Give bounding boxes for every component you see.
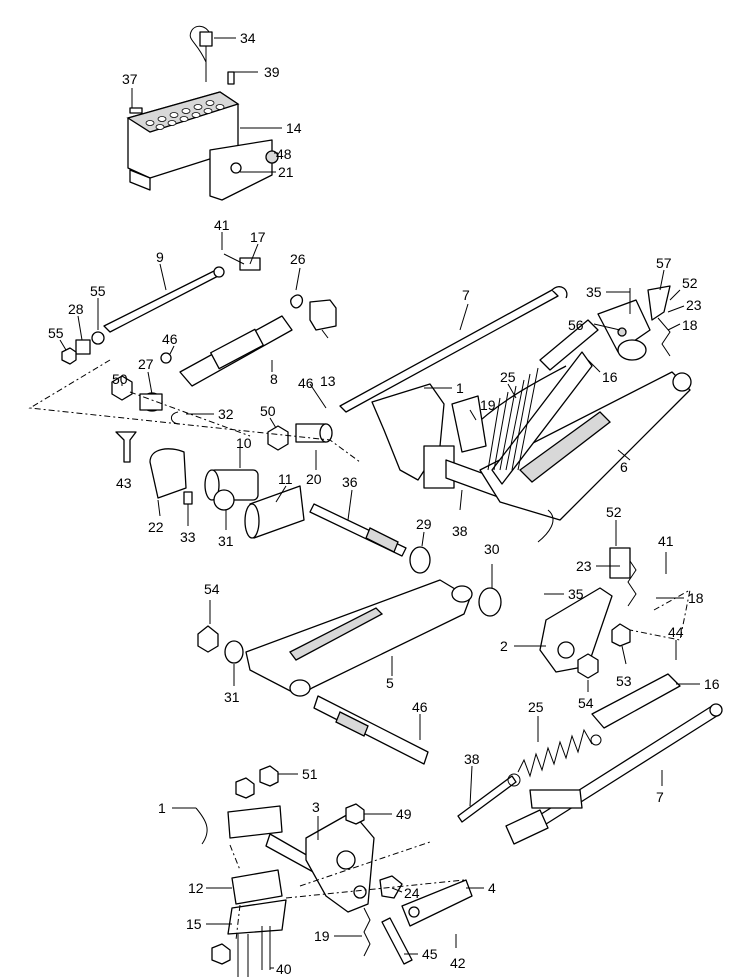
callout-31-upper: 31: [218, 533, 234, 549]
callout-23-upper: 23: [686, 297, 702, 313]
callout-48: 48: [276, 146, 292, 162]
callout-52-lower: 52: [606, 504, 622, 520]
callout-39: 39: [264, 64, 280, 80]
callout-38-lower: 38: [464, 751, 480, 767]
callout-28: 28: [68, 301, 84, 317]
callout-1-lower: 1: [158, 800, 166, 816]
callout-42: 42: [450, 955, 466, 971]
callout-27: 27: [138, 356, 154, 372]
callout-9: 9: [156, 249, 164, 265]
callout-45: 45: [422, 946, 438, 962]
callout-35-upper: 35: [586, 284, 602, 300]
callout-8: 8: [270, 371, 278, 387]
callout-4: 4: [488, 880, 496, 896]
callout-17: 17: [250, 229, 266, 245]
callout-56: 56: [568, 317, 584, 333]
callout-52-upper: 52: [682, 275, 698, 291]
callout-24: 24: [404, 885, 420, 901]
callout-23-lower: 23: [576, 558, 592, 574]
callout-34: 34: [240, 30, 256, 46]
callout-55-lower: 55: [48, 325, 64, 341]
callout-1-upper: 1: [456, 380, 464, 396]
callout-53: 53: [616, 673, 632, 689]
callout-22: 22: [148, 519, 164, 535]
callout-5: 5: [386, 675, 394, 691]
callout-51: 51: [302, 766, 318, 782]
right-linkage-group: [505, 547, 723, 845]
callout-10: 10: [236, 435, 252, 451]
lower-bracket-assembly: [195, 765, 473, 977]
lower-spring-group: [457, 728, 602, 823]
callout-43: 43: [116, 475, 132, 491]
callout-38-upper: 38: [452, 523, 468, 539]
callout-33: 33: [180, 529, 196, 545]
callout-40: 40: [276, 961, 292, 977]
callout-7-upper: 7: [462, 287, 470, 303]
callout-16-lower: 16: [704, 676, 720, 692]
callout-50-left: 50: [112, 371, 128, 387]
callout-37: 37: [122, 71, 138, 87]
callout-25-upper: 25: [500, 369, 516, 385]
callout-6: 6: [620, 459, 628, 475]
callout-46-mid: 46: [298, 375, 314, 391]
pedal-shaft-assembly: [371, 285, 692, 543]
callout-36: 36: [342, 474, 358, 490]
callout-50-mid: 50: [260, 403, 276, 419]
callout-15: 15: [186, 916, 202, 932]
callout-3: 3: [312, 799, 320, 815]
callout-57: 57: [656, 255, 672, 271]
callout-7-lower: 7: [656, 789, 664, 805]
pedal-bracket-assembly: [126, 25, 279, 201]
callout-29: 29: [416, 516, 432, 532]
callout-31-lower: 31: [224, 689, 240, 705]
callout-55-upper: 55: [90, 283, 106, 299]
callout-46-lower: 46: [412, 699, 428, 715]
callout-18-lower: 18: [688, 590, 704, 606]
callout-32: 32: [218, 406, 234, 422]
callout-13: 13: [320, 373, 336, 389]
callout-44: 44: [668, 624, 684, 640]
callout-16-upper: 16: [602, 369, 618, 385]
callout-18-upper: 18: [682, 317, 698, 333]
callout-19-upper: 19: [480, 397, 496, 413]
shift-rod-group: [61, 253, 568, 413]
callout-49: 49: [396, 806, 412, 822]
callout-54-left: 54: [204, 581, 220, 597]
callout-25-lower: 25: [528, 699, 544, 715]
callout-19-lower: 19: [314, 928, 330, 944]
callout-12: 12: [188, 880, 204, 896]
callout-54-right: 54: [578, 695, 594, 711]
assembly-lines: [28, 359, 691, 941]
callout-2: 2: [500, 638, 508, 654]
lower-lever-arm: [197, 579, 473, 765]
callout-41-right: 41: [658, 533, 674, 549]
pin-and-bushing-group: [111, 375, 333, 539]
lower-shaft-parts: [309, 503, 502, 617]
callout-21: 21: [278, 164, 294, 180]
callout-41: 41: [214, 217, 230, 233]
callout-14: 14: [286, 120, 302, 136]
callout-35-lower: 35: [568, 586, 584, 602]
callout-46-upper: 46: [162, 331, 178, 347]
callout-20: 20: [306, 471, 322, 487]
callout-11: 11: [278, 471, 293, 487]
callout-labels: 34 39 37 14 48 21 41 17 9 26 55 28 55 7 …: [48, 30, 720, 977]
callout-26: 26: [290, 251, 306, 267]
callout-30: 30: [484, 541, 500, 557]
